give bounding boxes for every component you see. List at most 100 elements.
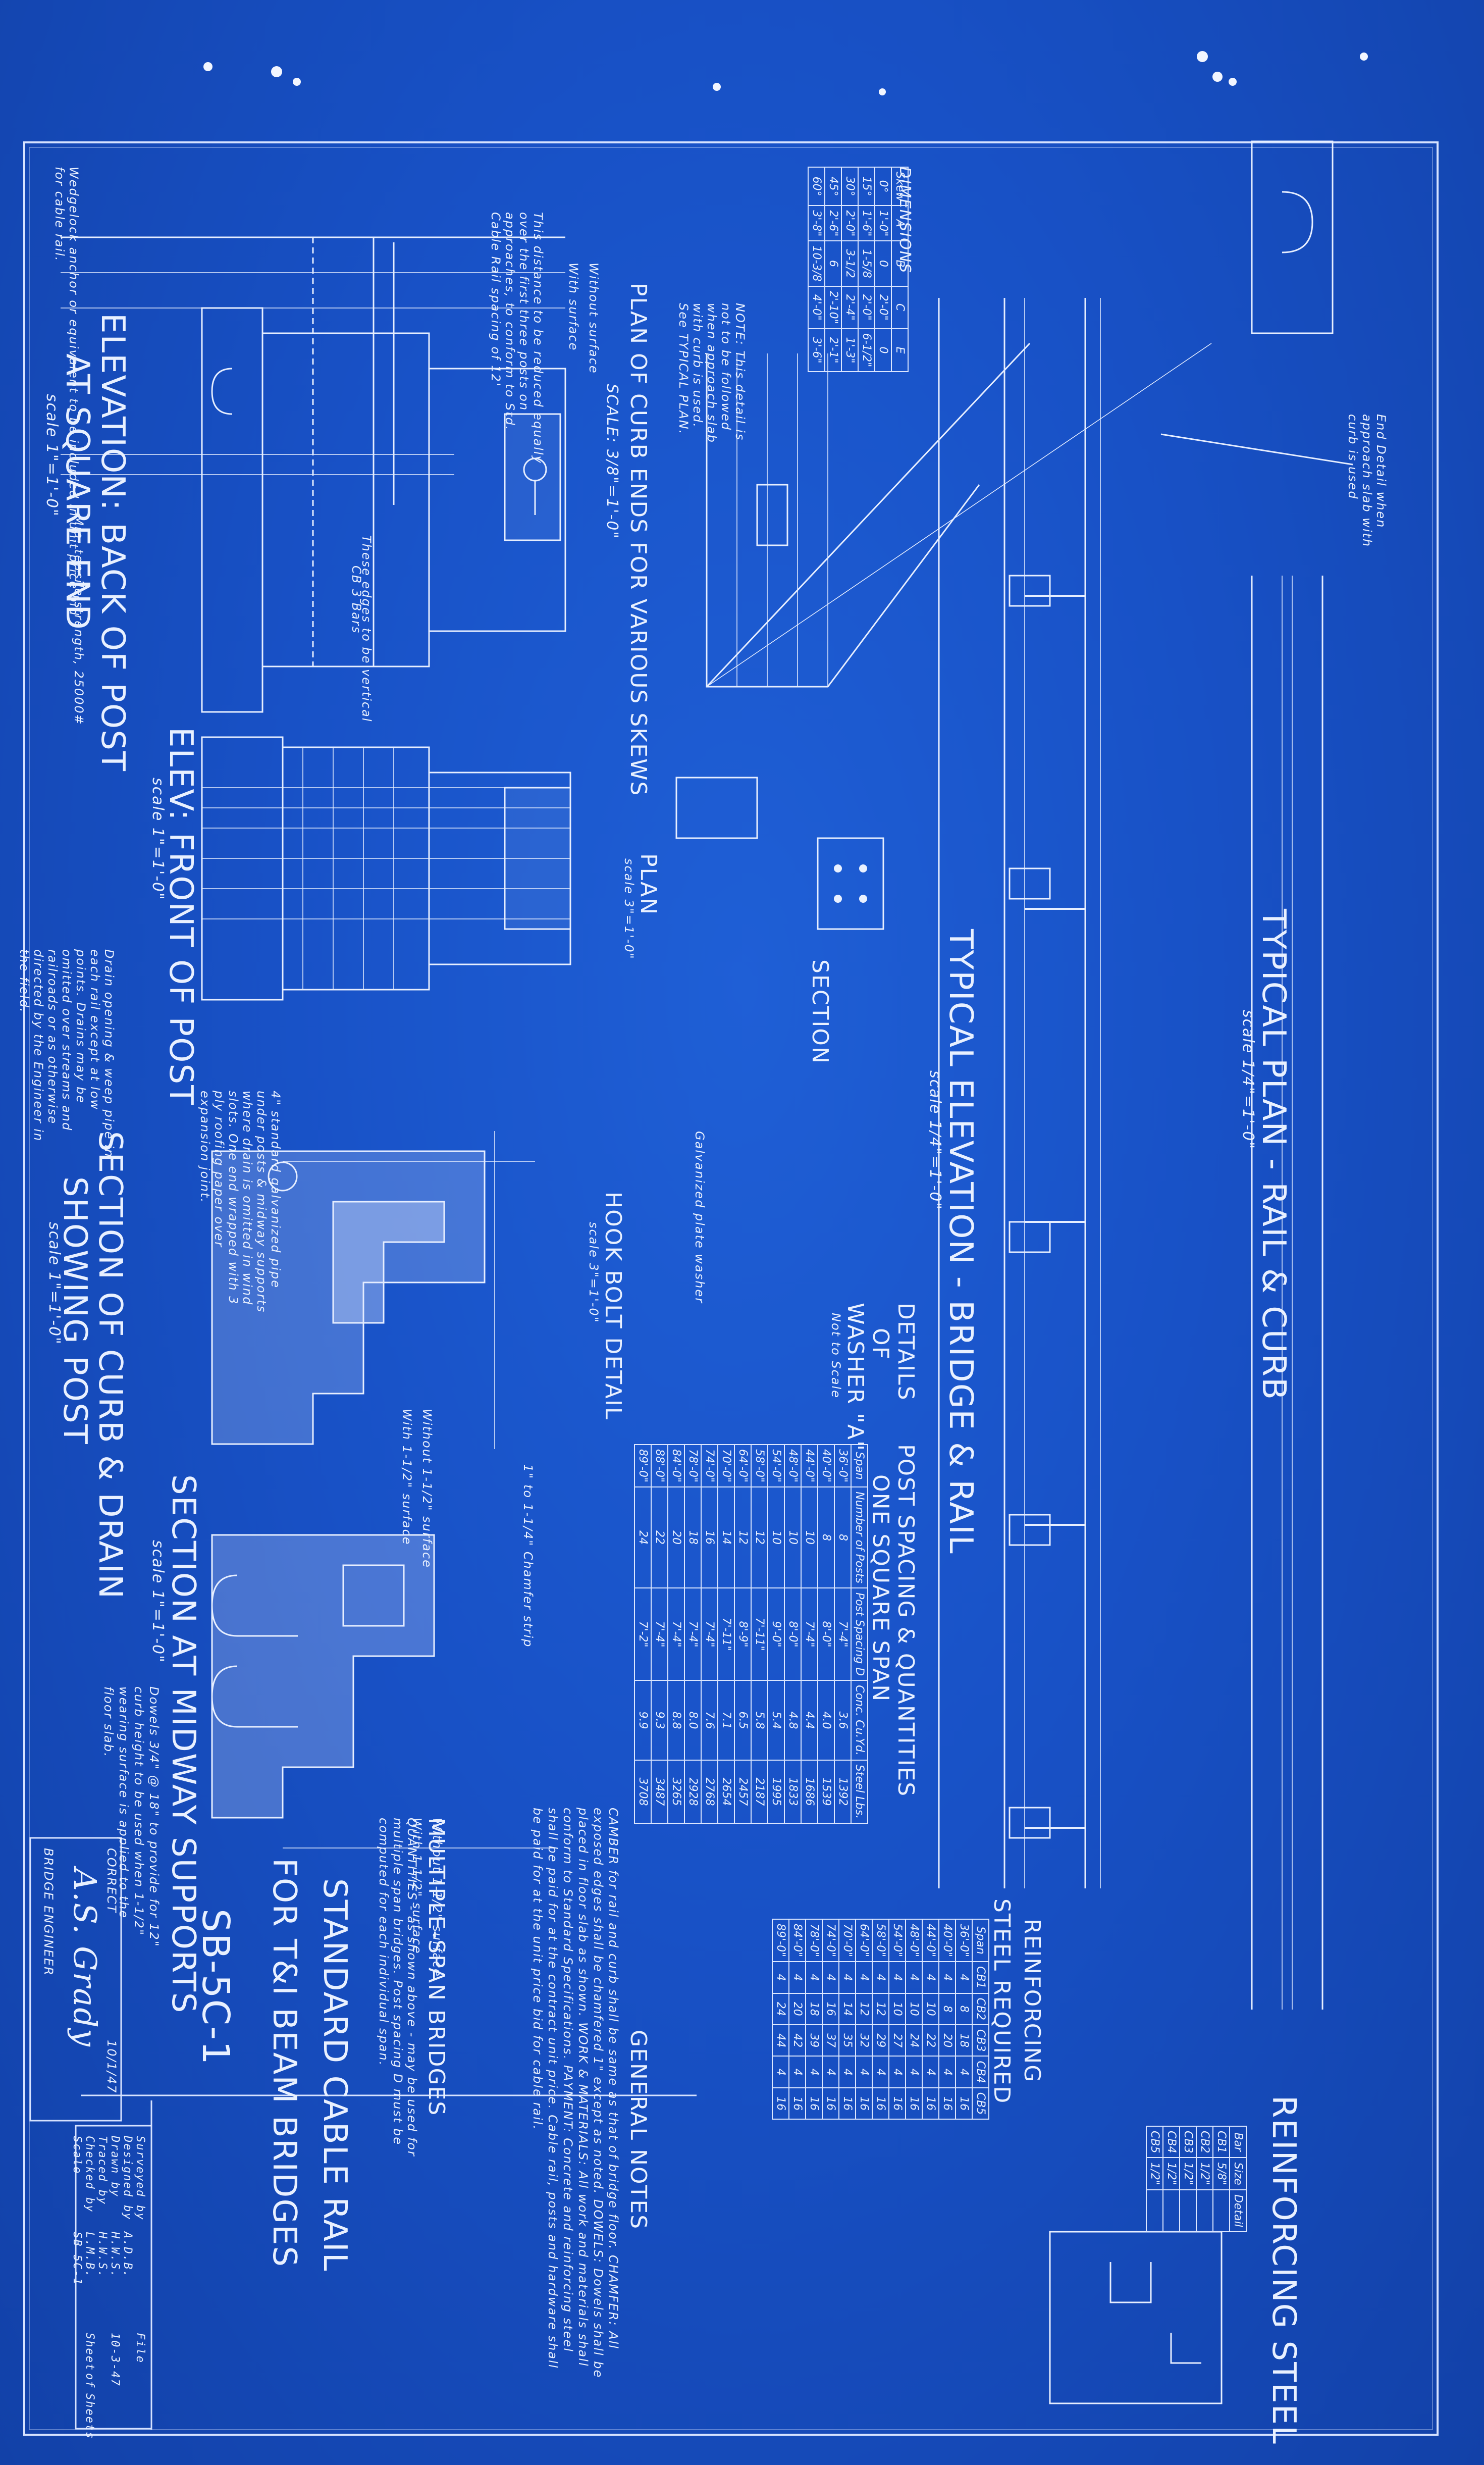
sheet-label: Sheet bbox=[83, 2333, 96, 2372]
rr-header-span: Span bbox=[972, 1919, 989, 1962]
washer-title-3: WASHER "A" bbox=[842, 1303, 868, 1452]
table-cell: 7'-4" bbox=[684, 1587, 701, 1681]
table-cell: 1/2" bbox=[1180, 2158, 1196, 2190]
general-notes-text: CAMBER for rail and curb shall be same a… bbox=[531, 1808, 620, 2379]
table-cell: 1/2" bbox=[1196, 2158, 1213, 2190]
table-cell: 4.0 bbox=[818, 1680, 834, 1760]
table-cell: 48'-0" bbox=[784, 1445, 801, 1487]
table-cell: 4 bbox=[889, 2056, 906, 2088]
table-cell: 16 bbox=[701, 1487, 718, 1588]
table-cell: 4 bbox=[822, 2056, 839, 2088]
engineer-title: BRIDGE ENGINEER bbox=[41, 1848, 56, 1976]
ps-header-spacing: Post Spacing D bbox=[851, 1587, 868, 1681]
table-cell: 4 bbox=[822, 1962, 839, 1993]
table-cell: 8.0 bbox=[684, 1680, 701, 1760]
table-cell: 40'-0" bbox=[818, 1445, 834, 1487]
post-spacing-header-row: Span Number of Posts Post Spacing D Conc… bbox=[851, 1445, 868, 1824]
table-cell: 36'-0" bbox=[956, 1919, 972, 1962]
section-detail-title: SECTION bbox=[807, 959, 833, 1064]
section-midway-drawing bbox=[211, 1534, 555, 1848]
drawn-by-label: Drawn by bbox=[109, 2136, 121, 2197]
table-cell: 12 bbox=[734, 1487, 751, 1588]
table-cell: 6 bbox=[825, 241, 841, 286]
with-surface-label-3: With surface bbox=[566, 263, 580, 351]
table-cell: 84'-0" bbox=[668, 1445, 684, 1487]
table-cell: 6-1/2" bbox=[858, 328, 875, 372]
table-cell: 4 bbox=[889, 1962, 906, 1993]
table-cell: 39 bbox=[806, 2025, 822, 2057]
table-cell: CB5 bbox=[1146, 2126, 1163, 2158]
elevation-front-title: ELEV: FRONT OF POST bbox=[162, 727, 199, 1106]
table-cell: 2'-10" bbox=[825, 286, 841, 329]
table-cell: 16 bbox=[789, 2087, 806, 2120]
table-cell: 2'-6" bbox=[825, 206, 841, 241]
table-cell: 3708 bbox=[634, 1760, 651, 1824]
reinforcing-header-row: Span CB1 CB2 CB3 CB4 CB5 bbox=[972, 1919, 989, 2120]
typical-plan-drawing bbox=[1160, 140, 1353, 2010]
without-surface-label-3: Without surface bbox=[587, 263, 601, 374]
table-cell: 3487 bbox=[651, 1760, 668, 1824]
table-cell: 16 bbox=[939, 2087, 956, 2120]
table-cell: 10 bbox=[922, 1993, 939, 2025]
table-cell: 18 bbox=[956, 2025, 972, 2057]
table-cell: 16 bbox=[839, 2087, 856, 2120]
table-cell: 35 bbox=[839, 2025, 856, 2057]
sheet-border bbox=[23, 141, 1439, 2436]
title-line-2: FOR T&I BEAM BRIDGES bbox=[266, 1858, 303, 2268]
table-cell: 4 bbox=[872, 2056, 889, 2088]
table-cell: 4 bbox=[922, 2056, 939, 2088]
table-cell: 8 bbox=[939, 1993, 956, 2025]
plan-detail-scale: scale 3"=1'-0" bbox=[622, 858, 636, 960]
table-cell: 9'-0" bbox=[768, 1587, 784, 1681]
table-cell: 4 bbox=[806, 1962, 822, 1993]
table-cell: 7'-4" bbox=[668, 1587, 684, 1681]
general-notes-title: GENERAL NOTES bbox=[625, 2030, 651, 2230]
table-cell: 44'-0" bbox=[922, 1919, 939, 1962]
table-cell: 1/2" bbox=[1146, 2158, 1163, 2190]
rs-header-size: Size bbox=[1230, 2158, 1246, 2190]
table-cell: 15° bbox=[858, 167, 875, 206]
dim-header-skew: Skew bbox=[891, 167, 908, 206]
table-cell: 4'-0" bbox=[808, 286, 825, 329]
washer-scale: Not to Scale bbox=[829, 1313, 843, 1399]
correct-date: 10/1/47 bbox=[104, 2040, 119, 2094]
rr-header-cb2: CB2 bbox=[972, 1993, 989, 2025]
post-spacing-subtitle: ONE SQUARE SPAN bbox=[868, 1474, 893, 1703]
table-cell: 10 bbox=[889, 1993, 906, 2025]
table-cell: 42 bbox=[789, 2025, 806, 2057]
with-surface-label: With 1-1/2" surface bbox=[400, 1409, 414, 1546]
rr-header-cb5: CB5 bbox=[972, 2087, 989, 2120]
dim-header-c: C bbox=[891, 286, 908, 329]
table-cell: 78'-0" bbox=[806, 1919, 822, 1962]
designed-by-label: Designed by bbox=[121, 2136, 134, 2221]
table-cell: 89'-0" bbox=[772, 1919, 789, 1962]
plan-curb-ends-drawing bbox=[675, 342, 1212, 930]
table-cell: 4 bbox=[839, 1962, 856, 1993]
tensile-note: Min. tensile strength, 25000# bbox=[72, 515, 86, 726]
table-cell: 3-1/2 bbox=[841, 241, 858, 286]
table-cell: 8 bbox=[834, 1487, 851, 1588]
traced-by: H.W.S. bbox=[96, 2232, 109, 2278]
table-cell: 2'-0" bbox=[841, 206, 858, 241]
table-cell: 7'-11" bbox=[718, 1587, 734, 1681]
table-cell: 10 bbox=[906, 1993, 922, 2025]
sheets-label: Sheets bbox=[83, 2393, 96, 2440]
table-cell: 2'-0" bbox=[875, 286, 891, 329]
table-cell: 16 bbox=[806, 2087, 822, 2120]
table-cell: 64'-0" bbox=[856, 1919, 872, 1962]
table-cell: 4 bbox=[956, 1962, 972, 1993]
table-cell: 18 bbox=[684, 1487, 701, 1588]
table-cell: 74'-0" bbox=[822, 1919, 839, 1962]
